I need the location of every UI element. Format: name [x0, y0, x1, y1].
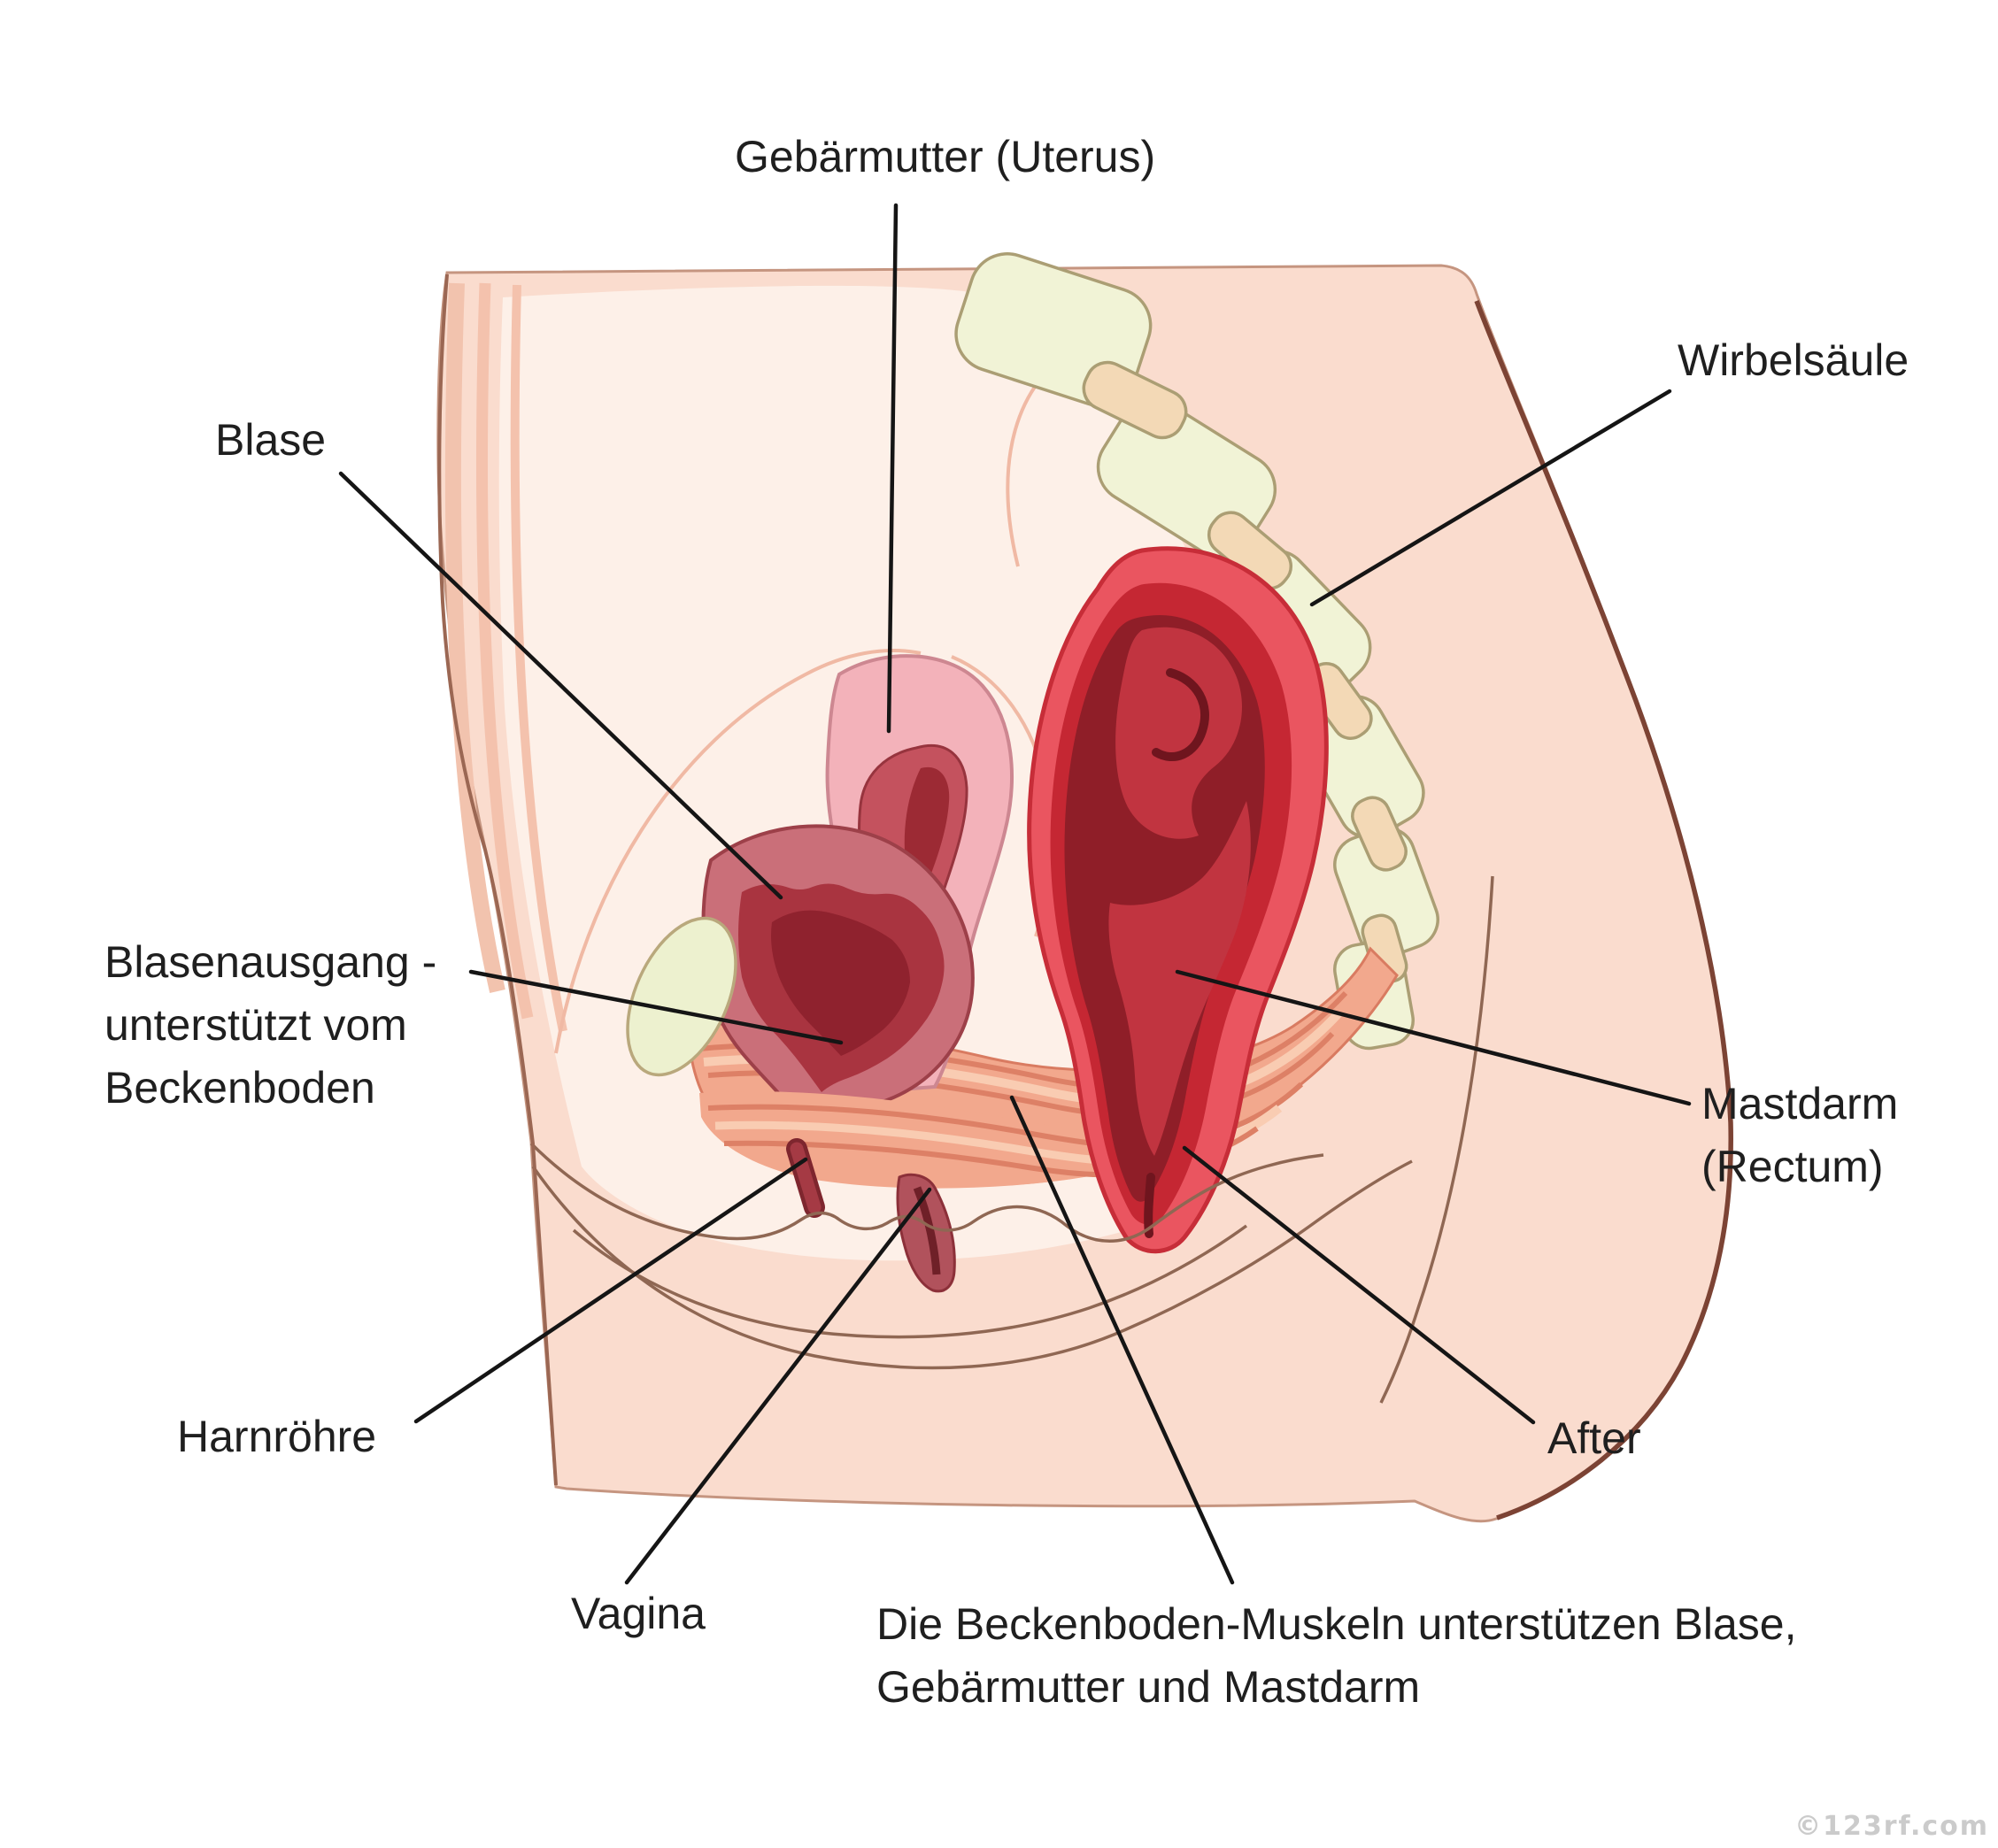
rectum-folds: [1115, 627, 1242, 839]
label-bladder-outlet: Blasenausgang - unterstützt vom Beckenbo…: [104, 931, 436, 1120]
rectum-shape: [1027, 546, 1329, 1254]
rectum-inner-squiggle: [1152, 668, 1209, 761]
anal-canal: [1144, 1173, 1155, 1238]
watermark: ©123rf.com: [1794, 1811, 1989, 1842]
rectum-folds: [1108, 801, 1251, 1156]
label-bladder-outlet-line3: Beckenboden: [104, 1063, 375, 1113]
leader-uterus: [886, 203, 899, 734]
leader-bladder: [338, 471, 783, 900]
label-pelvic-floor-line1: Die Beckenboden-Muskeln unterstützen Bla…: [876, 1599, 1797, 1649]
leader-urethra: [413, 1157, 808, 1424]
leader-bladder-outlet: [468, 969, 844, 1045]
label-bladder: Blase: [215, 415, 327, 465]
label-uterus: Gebärmutter (Uterus): [735, 132, 1156, 181]
label-pelvic-floor-caption: Die Beckenboden-Muskeln unterstützen Bla…: [876, 1593, 1796, 1719]
abdominal-wall-stripe: [444, 282, 505, 993]
skin-fold-lines: [529, 875, 1494, 1404]
vagina-shape: [896, 1173, 956, 1293]
label-spine: Wirbelsäule: [1678, 335, 1909, 385]
peritoneum-contour: [554, 649, 922, 1054]
bladder-shape: [701, 824, 975, 1174]
label-rectum: Mastdarm (Rectum): [1701, 1073, 1898, 1198]
leader-pelvic-floor: [1009, 1095, 1235, 1585]
leader-rectum: [1175, 969, 1692, 1106]
label-rectum-line1: Mastdarm: [1701, 1079, 1899, 1128]
back-body-outline: [1474, 300, 1733, 1521]
leader-lines: [338, 203, 1692, 1585]
front-body-outline: [437, 273, 558, 1486]
urethra-shape: [786, 1138, 825, 1218]
label-rectum-line2: (Rectum): [1701, 1142, 1884, 1191]
label-urethra: Harnröhre: [177, 1412, 377, 1461]
label-anus: After: [1547, 1413, 1641, 1463]
abdominal-wall-stripe: [476, 282, 534, 1020]
leader-vagina: [624, 1187, 932, 1585]
leader-anus: [1182, 1145, 1536, 1425]
bladder-core: [771, 910, 910, 1056]
abdominal-wall-stripe: [510, 284, 567, 1032]
label-vagina: Vagina: [571, 1589, 706, 1638]
label-pelvic-floor-line2: Gebärmutter und Mastdarm: [876, 1662, 1421, 1712]
pubic-bone-shape: [626, 916, 737, 1077]
leader-spine: [1309, 389, 1672, 607]
label-bladder-outlet-line1: Blasenausgang -: [104, 937, 437, 987]
label-bladder-outlet-line2: unterstützt vom: [104, 1000, 407, 1050]
